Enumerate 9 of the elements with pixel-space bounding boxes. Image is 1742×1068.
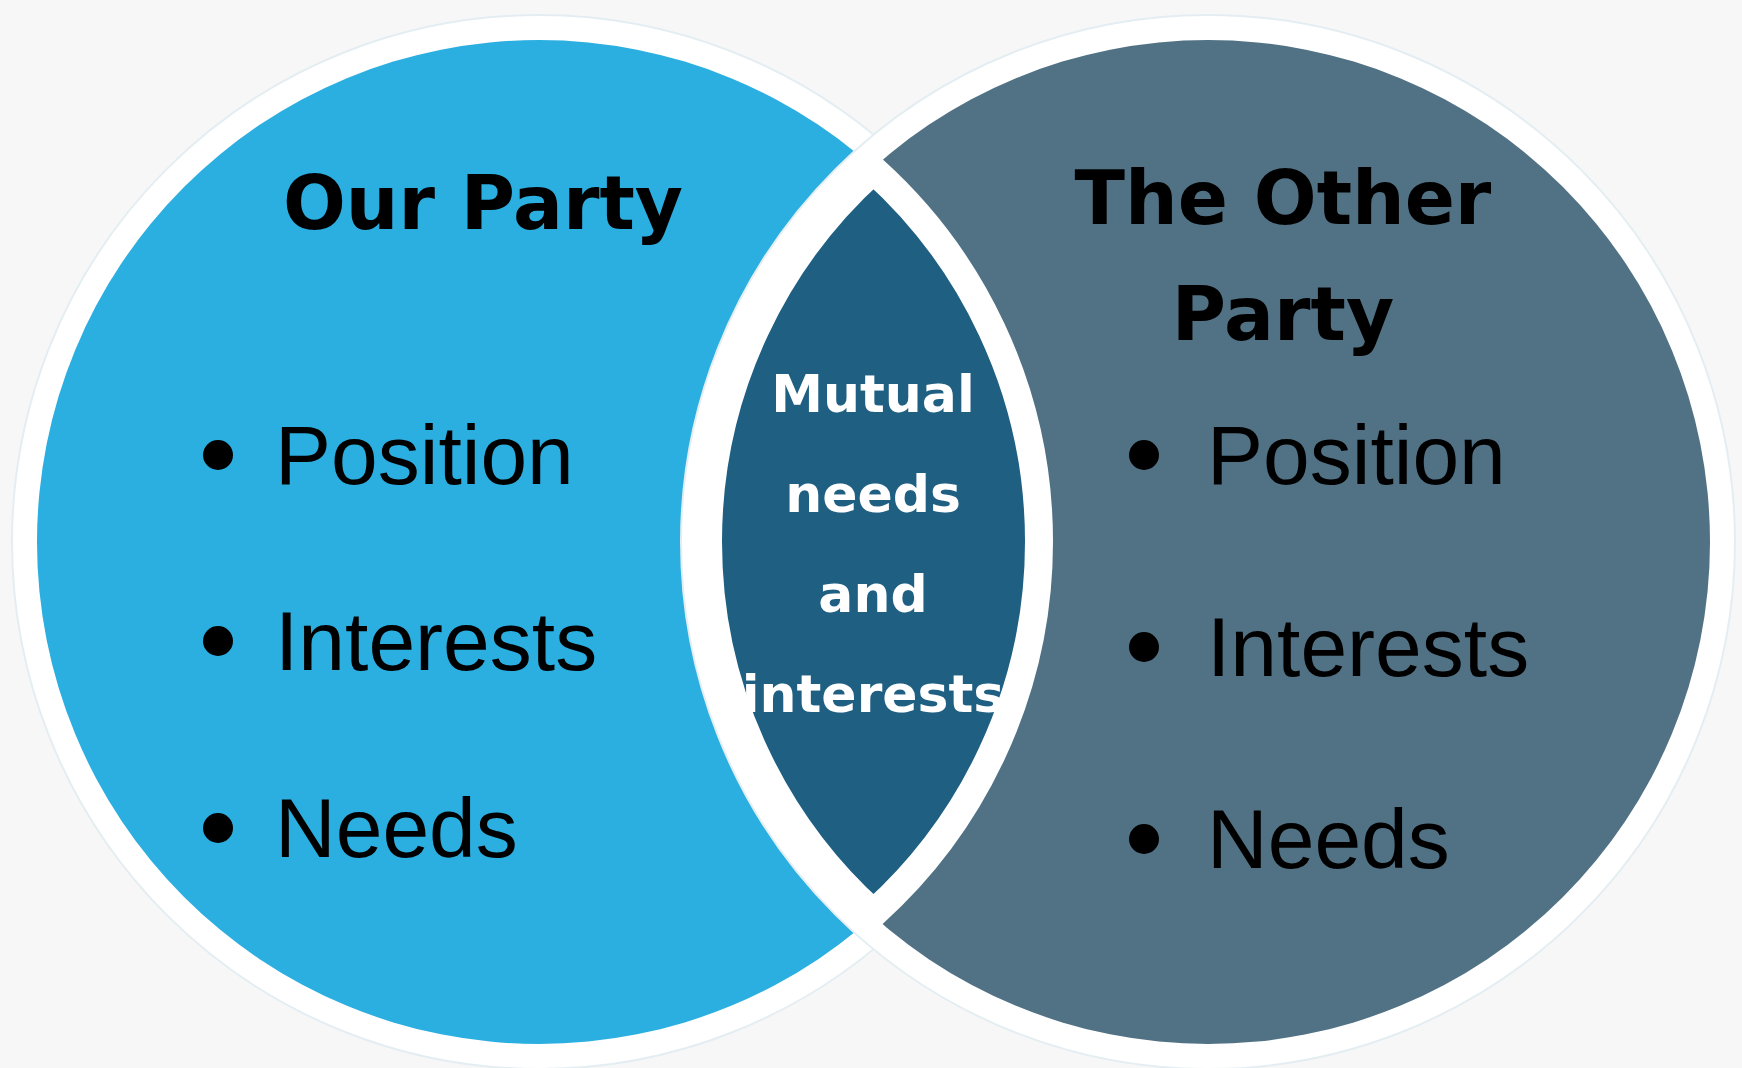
overlap-label: Mutual needs and interests xyxy=(740,363,1006,726)
list-item: Needs xyxy=(275,780,518,876)
list-item: Position xyxy=(1207,407,1506,503)
list-item: Needs xyxy=(1207,791,1450,887)
list-item: Position xyxy=(275,407,574,503)
list-item: Interests xyxy=(275,593,598,689)
list-item: Interests xyxy=(1207,599,1530,695)
circle-title: The Other Party xyxy=(1073,154,1493,359)
circle-title: Our Party xyxy=(281,159,685,248)
